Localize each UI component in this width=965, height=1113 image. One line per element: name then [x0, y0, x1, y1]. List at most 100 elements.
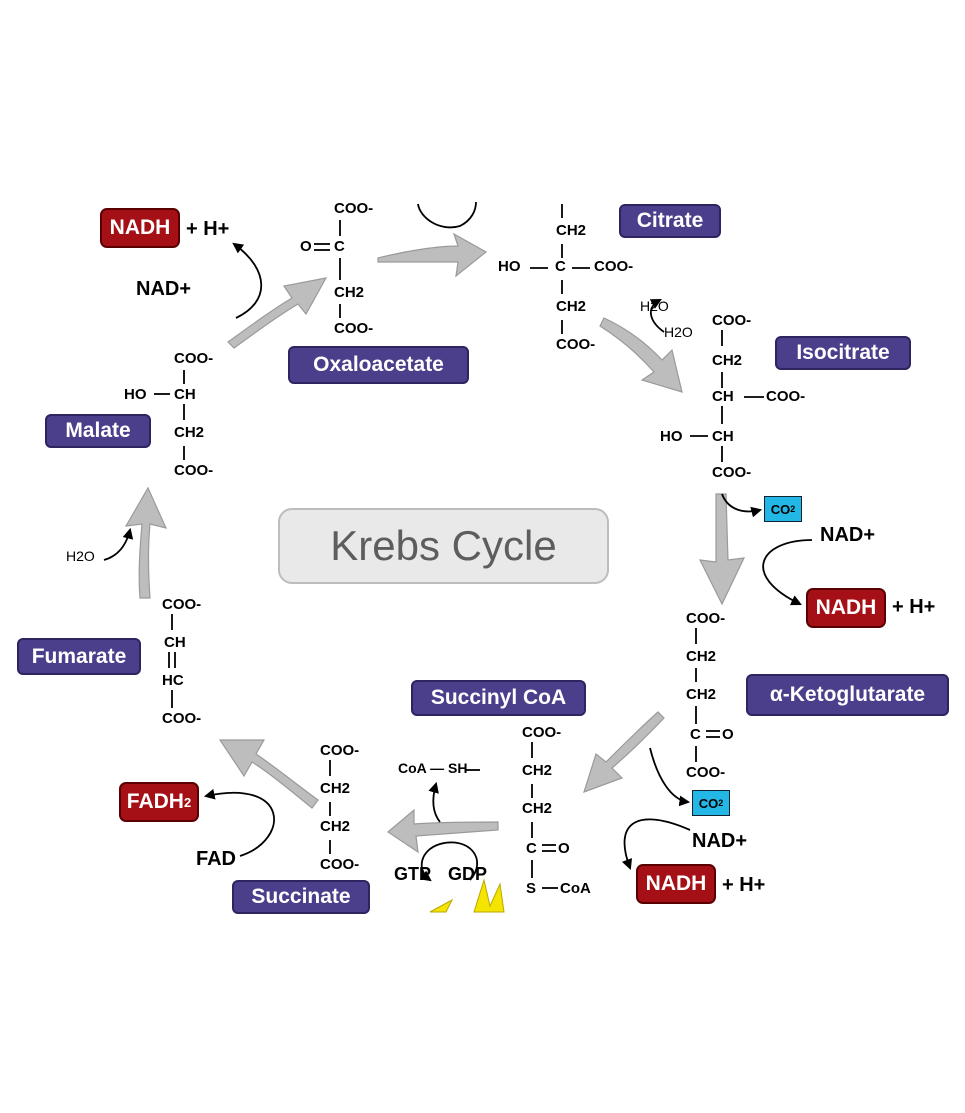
- water-label-citrate-out: H2O: [664, 324, 693, 340]
- top-loop-fragment: [417, 201, 477, 229]
- h-plus-right1: + H+: [892, 596, 936, 618]
- co2-text: CO: [770, 501, 791, 517]
- label-oxaloacetate: Oxaloacetate: [288, 346, 469, 384]
- isocitrate-coo-bottom: COO-: [712, 464, 752, 481]
- arrow-nad-to-nadh-top: [232, 242, 263, 319]
- label-malate: Malate: [45, 414, 151, 448]
- ketoglutarate-structure: [695, 628, 720, 762]
- succinylcoa-c: C: [526, 840, 537, 857]
- citrate-ho: HO: [498, 258, 521, 275]
- energy-burst-left: [429, 898, 454, 913]
- water-label-fumarate: H2O: [66, 548, 95, 564]
- fad-label: FAD: [196, 848, 236, 870]
- oxaloacetate-o: O: [300, 238, 312, 255]
- nad-plus-right1: NAD+: [820, 524, 876, 546]
- h-plus-top: + H+: [186, 218, 230, 240]
- oxaloacetate-ch2: CH2: [334, 284, 365, 301]
- succinate-coo-top: COO-: [320, 742, 360, 759]
- arrow-malate-to-oxaloacetate: [227, 277, 328, 349]
- isocitrate-ch-lower: CH: [712, 428, 734, 445]
- energy-burst: [473, 878, 505, 913]
- succinate-ch2-b: CH2: [320, 818, 351, 835]
- ketoglutarate-ch2-b: CH2: [686, 686, 717, 703]
- succinylcoa-s: S: [526, 880, 537, 897]
- ketoglutarate-o: O: [722, 726, 734, 743]
- coa-sh-label: CoA — SH: [398, 760, 468, 776]
- arrow-succinylcoa-to-succinate: [387, 808, 499, 854]
- diagram-title: Krebs Cycle: [278, 508, 609, 584]
- arrow-fad-to-fadh2: [203, 788, 275, 857]
- succinylcoa-coa: CoA: [560, 880, 591, 897]
- succinate-ch2-a: CH2: [320, 780, 351, 797]
- carrier-nadh-right1: NADH: [806, 588, 886, 628]
- fadh2-subscript: 2: [183, 794, 192, 810]
- arrow-nad-to-nadh-right1: [762, 539, 813, 606]
- arrow-nad-to-nadh-right2: [621, 818, 691, 871]
- label-ketoglutarate: α-Ketoglutarate: [746, 674, 949, 716]
- co2-text: CO: [698, 795, 719, 811]
- succinylcoa-structure: [466, 742, 558, 889]
- oxaloacetate-coo-top: COO-: [334, 200, 374, 217]
- fumarate-ch: CH: [164, 634, 186, 651]
- label-fumarate: Fumarate: [17, 638, 141, 675]
- water-label-citrate-in: H2O: [640, 298, 669, 314]
- citrate-structure: [530, 204, 590, 334]
- succinate-coo-bottom: COO-: [320, 856, 360, 873]
- succinylcoa-ch2-b: CH2: [522, 800, 553, 817]
- fumarate-coo-bottom: COO-: [162, 710, 202, 727]
- nad-plus-right2: NAD+: [692, 830, 748, 852]
- arrow-fumarate-to-malate: [124, 486, 168, 599]
- arrow-citrate-water: [649, 298, 665, 333]
- carrier-nadh-right2: NADH: [636, 864, 716, 904]
- co2-subscript: 2: [718, 798, 724, 808]
- arrow-ketoglutarate-to-succinylcoa: [583, 711, 665, 793]
- gtp-label: GTP: [394, 864, 432, 884]
- citrate-ch2-top: CH2: [556, 222, 587, 239]
- citrate-ch2-bottom: CH2: [556, 298, 587, 315]
- arrow-succinate-to-fumarate: [218, 739, 319, 809]
- fumarate-hc: HC: [162, 672, 184, 689]
- arrow-oxaloacetate-to-citrate: [377, 232, 488, 278]
- arrow-water-fumarate: [103, 527, 134, 561]
- ketoglutarate-c: C: [690, 726, 701, 743]
- oxaloacetate-coo-bottom: COO-: [334, 320, 374, 337]
- nad-plus-top: NAD+: [136, 278, 192, 300]
- arrow-coa-release: [428, 781, 441, 823]
- isocitrate-ho: HO: [660, 428, 683, 445]
- malate-coo-top: COO-: [174, 350, 214, 367]
- ketoglutarate-coo-top: COO-: [686, 610, 726, 627]
- arrow-ketoglutarate-co2: [649, 747, 691, 807]
- succinylcoa-coo-top: COO-: [522, 724, 562, 741]
- fumarate-coo-top: COO-: [162, 596, 202, 613]
- label-isocitrate: Isocitrate: [775, 336, 911, 370]
- citrate-coo-right: COO-: [594, 258, 634, 275]
- isocitrate-coo-top: COO-: [712, 312, 752, 329]
- malate-ch: CH: [174, 386, 196, 403]
- succinylcoa-o: O: [558, 840, 570, 857]
- citrate-coo-bottom: COO-: [556, 336, 596, 353]
- arrow-gtp-loop: [419, 841, 479, 882]
- malate-structure: [154, 370, 185, 460]
- label-succinate: Succinate: [232, 880, 370, 914]
- isocitrate-coo-right: COO-: [766, 388, 806, 405]
- fumarate-structure: [168, 614, 176, 708]
- ketoglutarate-coo-bottom: COO-: [686, 764, 726, 781]
- gdp-label: GDP: [448, 864, 488, 884]
- malate-ch2: CH2: [174, 424, 205, 441]
- arrow-isocitrate-co2: [721, 493, 763, 518]
- isocitrate-structure: [690, 330, 764, 462]
- label-succinyl-coa: Succinyl CoA: [411, 680, 586, 716]
- h-plus-right2: + H+: [722, 874, 766, 896]
- arrow-citrate-to-isocitrate: [599, 317, 683, 393]
- label-citrate: Citrate: [619, 204, 721, 238]
- ketoglutarate-ch2-a: CH2: [686, 648, 717, 665]
- fadh2-text: FADH: [126, 790, 184, 813]
- malate-ho: HO: [124, 386, 147, 403]
- carrier-nadh-top: NADH: [100, 208, 180, 248]
- citrate-c: C: [555, 258, 566, 275]
